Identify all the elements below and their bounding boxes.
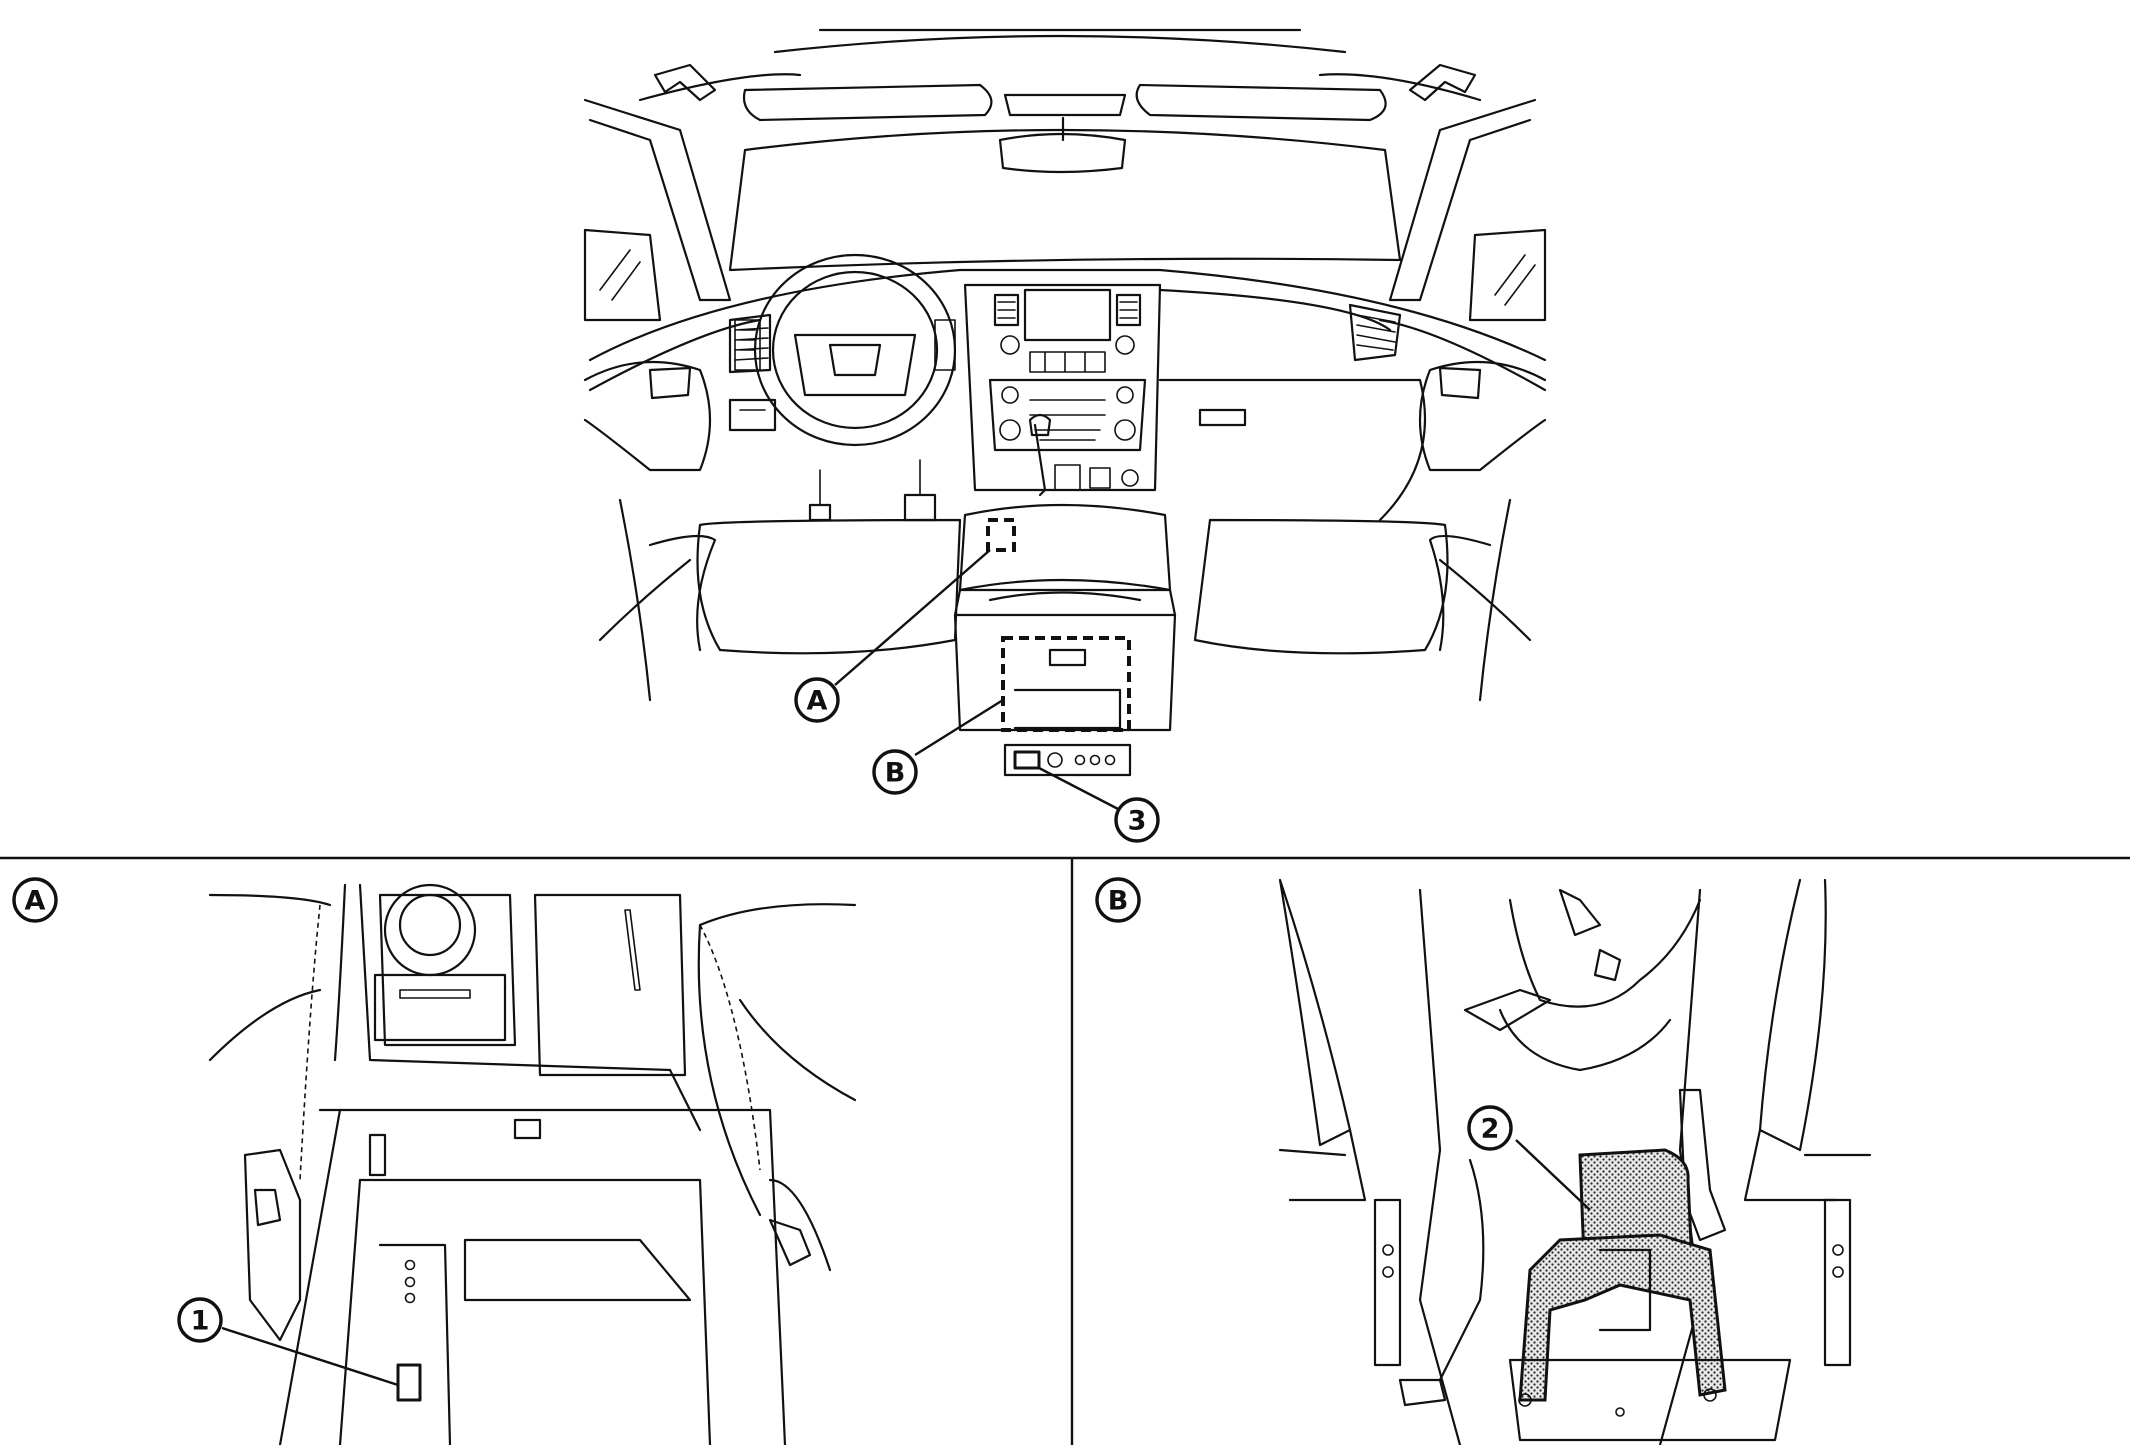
left-door-panel xyxy=(583,360,712,472)
brake-pedal xyxy=(808,503,832,522)
callout-b-main: B xyxy=(872,749,918,795)
location-marker-a xyxy=(986,518,1016,552)
component-1-location xyxy=(396,1363,422,1402)
callout-b-panel-title: B xyxy=(1095,877,1141,923)
callout-1: 1 xyxy=(177,1297,223,1343)
svg-text:B: B xyxy=(885,758,906,789)
accelerator-pedal xyxy=(903,493,937,522)
left-sun-visor xyxy=(742,83,993,122)
right-seat-rail xyxy=(1823,1198,1852,1367)
center-armrest xyxy=(958,503,1172,592)
passenger-seat xyxy=(1193,518,1449,655)
svg-text:B: B xyxy=(1108,886,1129,917)
glove-box-handle xyxy=(1198,408,1247,427)
svg-text:A: A xyxy=(25,886,46,917)
callout-a-panel-title: A xyxy=(12,877,58,923)
shift-lever xyxy=(1033,423,1047,497)
left-a-pillar xyxy=(583,98,732,302)
left-side-mirror xyxy=(583,228,662,322)
left-seat-rail xyxy=(1373,1198,1402,1367)
callout-2: 2 xyxy=(1467,1105,1513,1151)
detail-view-a xyxy=(208,883,857,1445)
location-marker-b xyxy=(1001,636,1131,732)
passenger-vent xyxy=(1348,303,1402,362)
overhead-console xyxy=(1003,93,1127,117)
leader-line-3 xyxy=(1038,766,1121,812)
right-side-mirror xyxy=(1468,228,1547,322)
climate-control-panel xyxy=(988,378,1147,452)
armrest-left-edge xyxy=(333,883,347,1062)
interior-overview xyxy=(583,28,1547,777)
roof-line xyxy=(773,34,1347,54)
leader-line-a xyxy=(834,549,991,686)
glove-box xyxy=(1158,378,1427,522)
driver-seat xyxy=(696,518,962,655)
svg-text:3: 3 xyxy=(1128,806,1147,837)
right-grab-handle xyxy=(1408,63,1477,102)
left-grab-handle xyxy=(653,63,717,102)
svg-text:2: 2 xyxy=(1481,1114,1500,1145)
rear-console xyxy=(953,613,1177,732)
component-3-location xyxy=(1013,750,1041,770)
svg-text:A: A xyxy=(807,686,828,717)
steering-hub xyxy=(793,333,917,397)
detail-view-b xyxy=(1278,878,1872,1445)
right-door-panel xyxy=(1418,360,1547,472)
driver-vent xyxy=(728,313,772,374)
rear-console-switch-panel xyxy=(1003,743,1132,777)
dashboard-top xyxy=(588,268,1547,362)
callout-a-main: A xyxy=(794,677,840,723)
floor-bracket xyxy=(1508,1358,1792,1442)
leader-line-b xyxy=(914,698,1004,757)
steering-wheel xyxy=(753,253,957,447)
right-a-pillar xyxy=(1388,98,1537,302)
windshield xyxy=(728,128,1402,272)
armrest-outline xyxy=(318,1108,787,1445)
center-stack xyxy=(963,283,1162,492)
center-vent-right xyxy=(1115,293,1142,327)
svg-text:1: 1 xyxy=(191,1306,210,1337)
mounting-bracket xyxy=(1518,1233,1727,1402)
shift-knob xyxy=(383,883,477,977)
wiring-harness xyxy=(1508,898,1702,1008)
navigation-display xyxy=(1023,288,1112,342)
right-sun-visor xyxy=(1135,83,1387,122)
center-vent-left xyxy=(993,293,1020,327)
callout-3: 3 xyxy=(1114,797,1160,843)
storage-compartment xyxy=(463,1238,692,1302)
leader-line-1 xyxy=(221,1326,399,1387)
storage-tray xyxy=(373,973,507,1042)
rearview-mirror xyxy=(998,132,1127,174)
leader-line-2 xyxy=(1515,1139,1591,1211)
